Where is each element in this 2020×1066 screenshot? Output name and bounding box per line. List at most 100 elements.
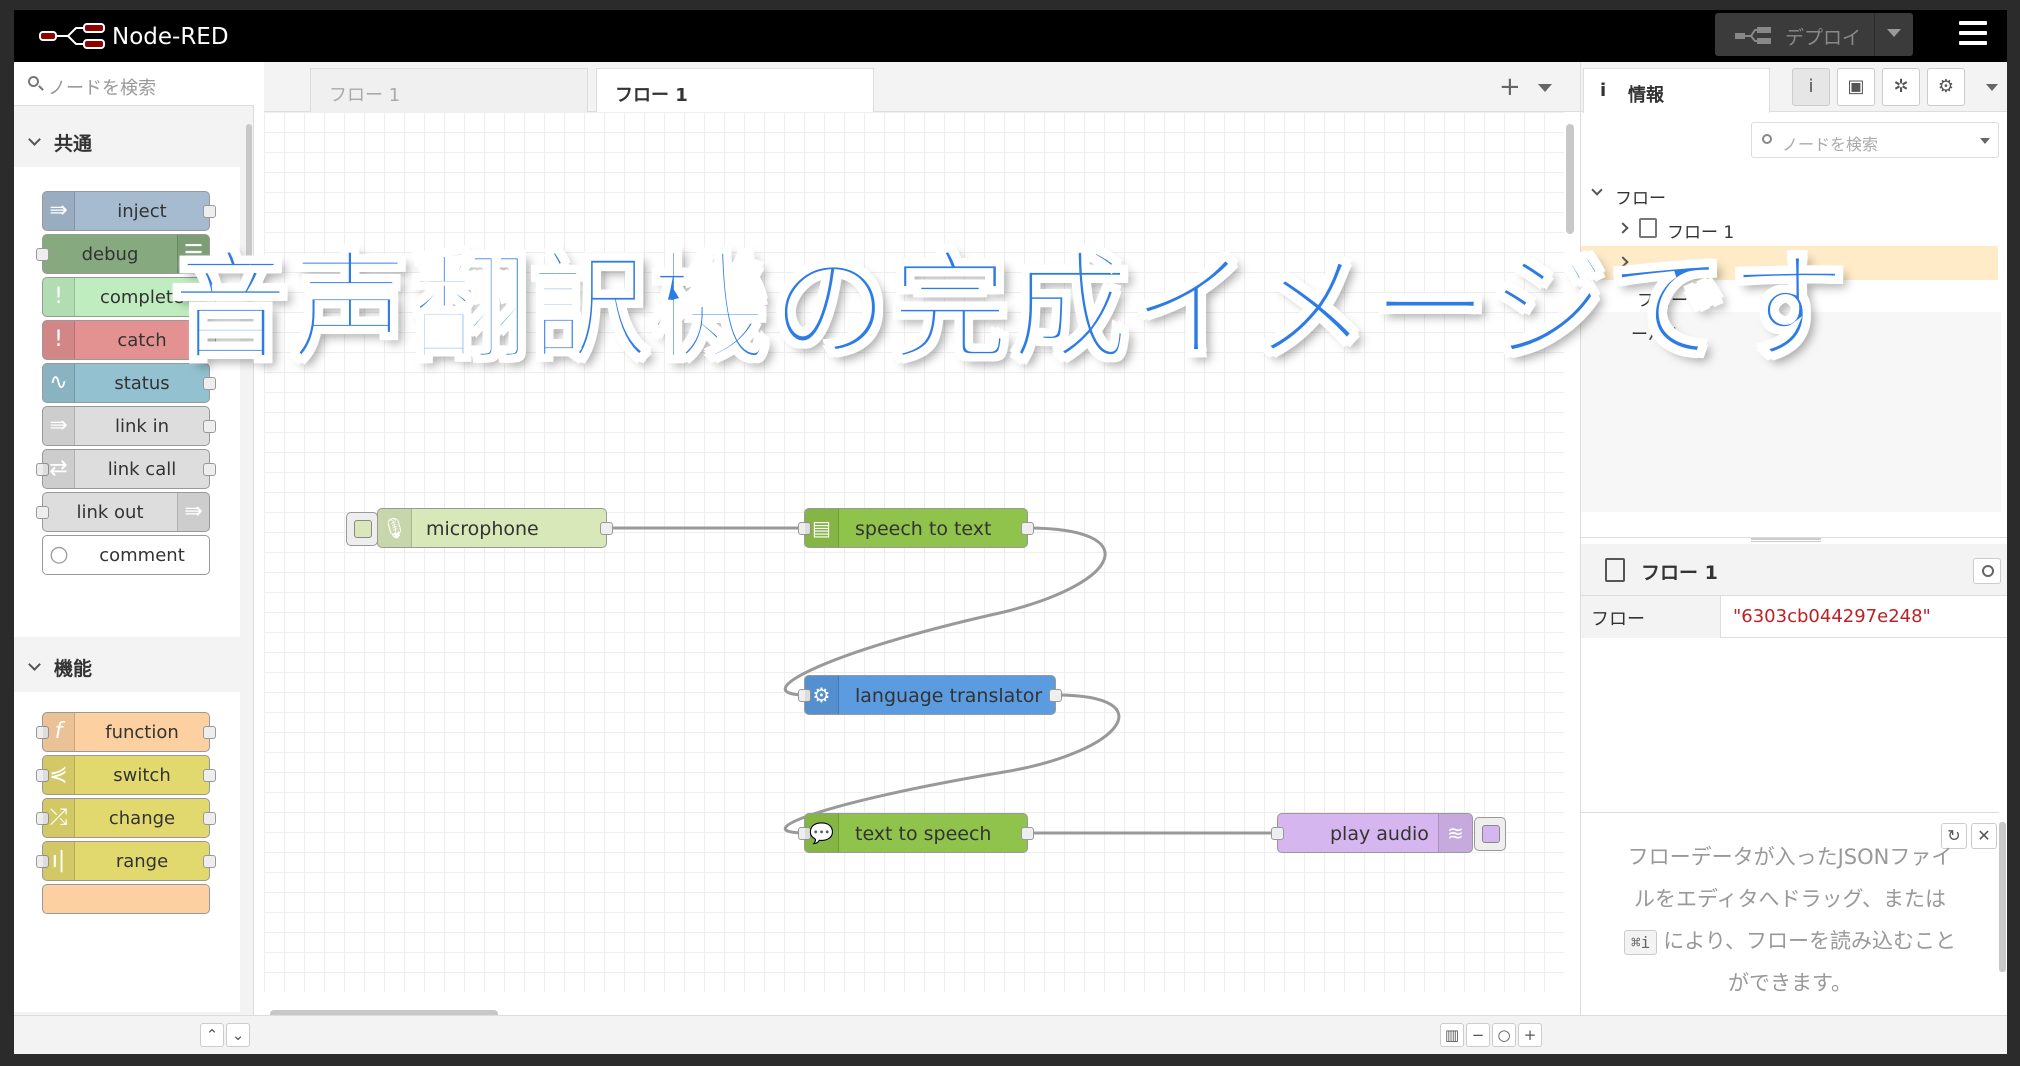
tab-info[interactable]: i 情報 bbox=[1583, 68, 1770, 113]
microphone-toggle-button[interactable] bbox=[346, 512, 378, 546]
tip-panel: ↻ ✕ フローデータが入ったJSONファイ ルをエディタへドラッグ、または ⌘i… bbox=[1581, 812, 1999, 1027]
output-port[interactable] bbox=[1049, 689, 1062, 702]
workspace: フロー 1 フロー 1 + 🎙 microphone bbox=[264, 62, 1580, 1027]
tab-menu-caret-icon[interactable] bbox=[1538, 84, 1552, 92]
output-port[interactable] bbox=[1021, 522, 1034, 535]
input-port[interactable] bbox=[36, 506, 49, 519]
input-port[interactable] bbox=[36, 769, 49, 782]
sidebar-search-input[interactable]: ノードを検索 bbox=[1751, 122, 1999, 158]
deploy-icon bbox=[1735, 27, 1771, 44]
refresh-icon[interactable]: ↻ bbox=[1941, 823, 1967, 849]
zoom-out-icon[interactable]: − bbox=[1466, 1023, 1490, 1047]
palette-node-link-call[interactable]: ⇄ link call bbox=[36, 449, 216, 489]
deploy-menu-caret-icon[interactable] bbox=[1887, 29, 1901, 37]
sidebar-splitter[interactable] bbox=[1581, 537, 2007, 543]
palette-node-function[interactable]: f function bbox=[36, 712, 216, 752]
sidebar-menu-caret-icon[interactable] bbox=[1986, 84, 1998, 91]
output-port[interactable] bbox=[203, 769, 216, 782]
zoom-in-icon[interactable]: + bbox=[1518, 1023, 1542, 1047]
main-menu-hamburger-icon[interactable] bbox=[1959, 21, 1987, 49]
output-port[interactable] bbox=[203, 205, 216, 218]
collapse-up-icon[interactable]: ⌃ bbox=[200, 1023, 224, 1047]
keyboard-shortcut: ⌘i bbox=[1623, 930, 1658, 955]
palette-node-label: catch bbox=[117, 330, 167, 351]
palette-node-status[interactable]: ∿ status bbox=[42, 363, 216, 403]
palette-node-catch[interactable]: ! catch bbox=[42, 320, 216, 360]
category-label: 機能 bbox=[54, 658, 93, 680]
flow-icon bbox=[1605, 558, 1625, 582]
zoom-reset-icon[interactable]: ○ bbox=[1492, 1023, 1516, 1047]
tab-flow-1-inactive[interactable]: フロー 1 bbox=[310, 68, 588, 113]
tree-row-flows[interactable]: フロー bbox=[1581, 178, 1998, 212]
flow-node-text-to-speech[interactable]: 💬 text to speech bbox=[798, 813, 1034, 853]
output-port[interactable] bbox=[203, 812, 216, 825]
add-tab-plus-icon[interactable]: + bbox=[1499, 72, 1521, 102]
output-port[interactable] bbox=[203, 855, 216, 868]
flow-node-language-translator[interactable]: ⚙ language translator bbox=[798, 675, 1062, 715]
tree-row-global[interactable]: ーバル ド bbox=[1581, 314, 1998, 348]
debug-bug-icon[interactable]: ✲ bbox=[1882, 68, 1920, 106]
input-port[interactable] bbox=[798, 827, 811, 840]
search-icon bbox=[1762, 134, 1772, 144]
palette-node-comment[interactable]: ○ comment bbox=[42, 535, 210, 575]
tab-flow-1-active[interactable]: フロー 1 bbox=[596, 68, 874, 113]
property-value: "6303cb044297e248" bbox=[1733, 606, 1931, 627]
flow-node-play-audio[interactable]: play audio ≋ bbox=[1271, 813, 1506, 853]
category-header-function[interactable]: 機能 bbox=[14, 642, 240, 692]
palette-node-label: debug bbox=[81, 244, 139, 265]
navigator-map-icon[interactable]: ▥ bbox=[1440, 1023, 1464, 1047]
output-port[interactable] bbox=[203, 420, 216, 433]
flow-node-microphone[interactable]: 🎙 microphone bbox=[346, 508, 613, 548]
output-port[interactable] bbox=[203, 463, 216, 476]
help-book-icon[interactable]: ▣ bbox=[1837, 68, 1875, 106]
output-port[interactable] bbox=[203, 377, 216, 390]
category-header-common[interactable]: 共通 bbox=[14, 117, 240, 167]
wire-translator-to-tts bbox=[783, 693, 1121, 835]
search-icon[interactable] bbox=[1973, 558, 2001, 584]
chevron-down-icon[interactable] bbox=[1980, 138, 1990, 144]
deploy-separator bbox=[1874, 13, 1875, 56]
deploy-button[interactable]: デプロイ bbox=[1715, 13, 1913, 56]
output-port[interactable] bbox=[203, 334, 216, 347]
close-icon[interactable]: ✕ bbox=[1971, 823, 1997, 849]
input-port[interactable] bbox=[36, 812, 49, 825]
output-port[interactable] bbox=[600, 522, 613, 535]
palette-node-switch[interactable]: ⋞ switch bbox=[36, 755, 216, 795]
sidebar-scrollbar[interactable] bbox=[1999, 822, 2006, 972]
link-call-icon: ⇄ bbox=[43, 450, 75, 488]
input-port[interactable] bbox=[36, 726, 49, 739]
canvas-vertical-scrollbar[interactable] bbox=[1566, 124, 1574, 234]
palette-node-partial[interactable] bbox=[42, 884, 210, 914]
output-port[interactable] bbox=[203, 726, 216, 739]
input-port[interactable] bbox=[798, 522, 811, 535]
palette-node-range[interactable]: ı| range bbox=[36, 841, 216, 881]
input-port[interactable] bbox=[36, 248, 49, 261]
tree-row-flow-1[interactable]: フロー 1 bbox=[1581, 212, 1998, 246]
input-port[interactable] bbox=[36, 463, 49, 476]
palette-node-inject[interactable]: ⇛ inject bbox=[42, 191, 216, 231]
expand-down-icon[interactable]: ⌄ bbox=[226, 1023, 250, 1047]
palette-node-debug[interactable]: debug ☰ bbox=[36, 234, 210, 274]
palette-node-link-in[interactable]: ⇛ link in bbox=[42, 406, 216, 446]
palette-node-link-out[interactable]: link out ⇛ bbox=[36, 492, 210, 532]
config-gear-icon[interactable]: ⚙ bbox=[1927, 68, 1965, 106]
palette-search[interactable]: ノードを検索 bbox=[14, 62, 254, 106]
speech-bubble-icon: 💬 bbox=[805, 814, 839, 852]
palette-node-label: complete bbox=[99, 287, 185, 308]
palette-scrollbar[interactable] bbox=[246, 124, 252, 314]
input-port[interactable] bbox=[798, 689, 811, 702]
tree-row-subflows[interactable]: フロー bbox=[1581, 280, 1998, 314]
output-port[interactable] bbox=[203, 291, 216, 304]
palette-node-complete[interactable]: ! complete bbox=[42, 277, 216, 317]
info-tab-button-icon[interactable]: i bbox=[1792, 68, 1830, 106]
input-port[interactable] bbox=[36, 855, 49, 868]
canvas-horizontal-scrollbar[interactable] bbox=[270, 1010, 498, 1019]
sidebar-tabs: i 情報 i ▣ ✲ ⚙ bbox=[1581, 62, 2007, 113]
palette-node-change[interactable]: ⤮ change bbox=[36, 798, 216, 838]
play-audio-toggle-button[interactable] bbox=[1474, 817, 1506, 851]
input-port[interactable] bbox=[1271, 827, 1284, 840]
flow-node-speech-to-text[interactable]: ▤ speech to text bbox=[798, 508, 1034, 548]
output-port[interactable] bbox=[1021, 827, 1034, 840]
flow-canvas[interactable]: 🎙 microphone ▤ speech to text ⚙ language… bbox=[264, 112, 1564, 992]
tree-row-selected[interactable] bbox=[1581, 246, 1998, 280]
